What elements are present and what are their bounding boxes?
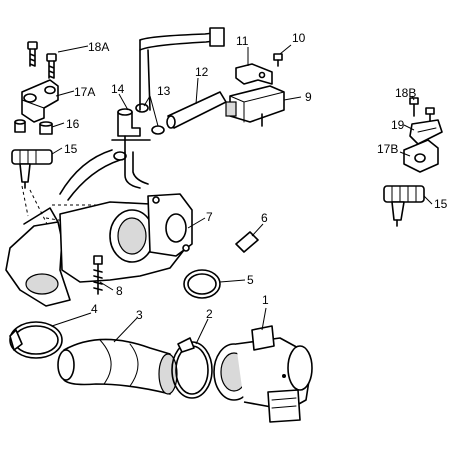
callout-15-right: 15 [434, 197, 448, 211]
leader-lines [51, 44, 433, 345]
callout-11: 11 [236, 34, 249, 48]
callout-14: 14 [111, 82, 125, 96]
callout-9: 9 [305, 90, 312, 104]
part-11-bracket [235, 63, 273, 85]
part-18a-screws [27, 41, 57, 79]
part-7-housing [147, 193, 193, 257]
callout-10: 10 [292, 31, 306, 45]
part-17b-bracket [403, 139, 439, 173]
callout-18b: 18B [395, 86, 416, 100]
callout-16: 16 [66, 117, 80, 131]
part-19-clip [409, 119, 443, 145]
callout-12: 12 [195, 65, 209, 79]
part-3-intake-hose [57, 338, 178, 395]
part-8-bolt [93, 255, 103, 295]
part-5-o-ring [183, 269, 221, 299]
part-14-tee-fitting [111, 108, 151, 153]
callout-19: 19 [391, 118, 405, 132]
callout-13: 13 [157, 84, 171, 98]
part-2-hose-clamp [171, 337, 213, 399]
part-10-bolt [273, 53, 283, 67]
callout-18a: 18A [88, 40, 109, 54]
vacuum-hoses [59, 27, 225, 201]
part-9-map-sensor [225, 85, 285, 127]
part-16-spacers [14, 119, 53, 135]
callout-3: 3 [136, 308, 143, 322]
callout-7: 7 [206, 210, 213, 224]
callout-8: 8 [116, 284, 123, 298]
callout-labels: 18A 17A 16 15 14 13 12 11 10 9 7 6 5 8 4… [64, 31, 448, 322]
callout-17b: 17B [377, 142, 398, 156]
callout-1: 1 [262, 293, 269, 307]
part-17a-bracket [21, 79, 59, 123]
part-18b-screws [409, 97, 435, 127]
part-15-injector-left [11, 149, 53, 189]
callout-15-left: 15 [64, 142, 78, 156]
callout-17a: 17A [74, 85, 95, 99]
part-15-injector-right [383, 185, 425, 227]
callout-6: 6 [261, 211, 268, 225]
part-4-hose-clamp [9, 321, 63, 359]
callout-2: 2 [206, 307, 213, 321]
part-1-throttle-body [213, 325, 313, 423]
callout-5: 5 [247, 273, 254, 287]
callout-4: 4 [91, 302, 98, 316]
part-6-pin [235, 231, 259, 253]
